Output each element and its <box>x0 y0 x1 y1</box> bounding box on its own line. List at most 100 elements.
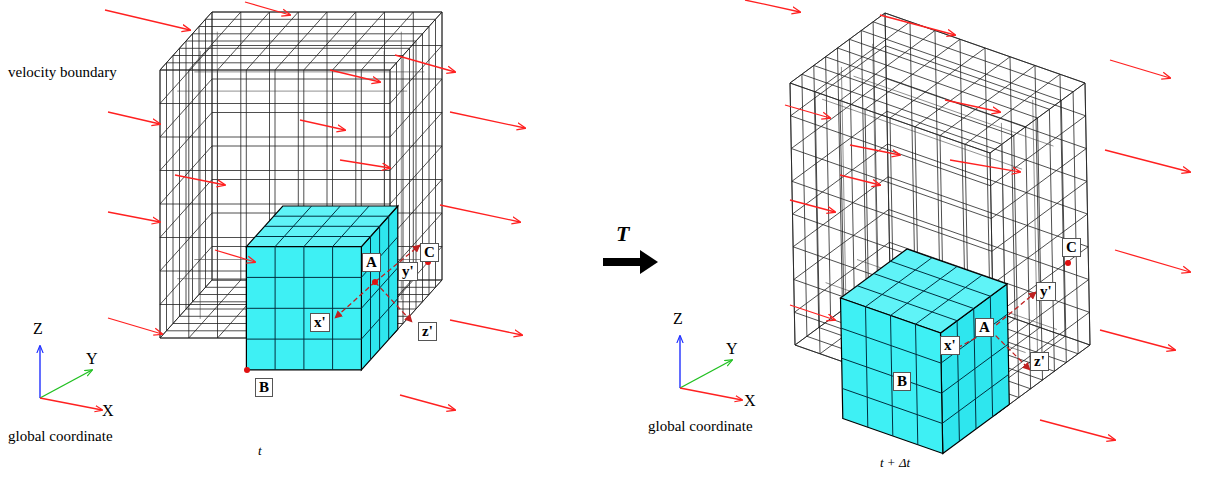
velocity-arrow <box>330 70 380 82</box>
velocity-arrow <box>105 10 190 30</box>
velocity-arrow <box>950 160 1020 172</box>
velocity-arrow <box>790 200 835 212</box>
grid-line <box>885 13 890 275</box>
grid-line <box>1073 92 1078 354</box>
grid-line <box>854 76 1054 146</box>
grid-line <box>212 12 213 280</box>
point-label: A <box>362 253 381 272</box>
axis-label: Z <box>673 310 683 328</box>
grid-line <box>160 103 390 104</box>
grid-line <box>160 12 212 70</box>
global-axis <box>680 388 742 400</box>
grid-line <box>791 79 886 149</box>
grid-line <box>160 113 212 171</box>
grid-line <box>304 12 356 70</box>
caption-label: global coordinate <box>648 418 753 435</box>
grid-line <box>991 149 1086 219</box>
point-label: B <box>255 378 273 397</box>
grid-line <box>265 226 380 227</box>
velocity-arrow <box>450 112 525 128</box>
axis-label: Y <box>86 350 98 368</box>
axis-label: z' <box>418 322 437 341</box>
grid-line <box>212 12 213 280</box>
point-label: B <box>893 372 911 391</box>
grid-line <box>333 206 370 247</box>
grid-line <box>246 308 361 309</box>
axis-label: x' <box>940 336 960 355</box>
transform-arrow <box>603 250 658 274</box>
velocity-arrow <box>450 320 522 335</box>
grid-line <box>791 46 886 116</box>
grid-line <box>991 116 1086 186</box>
axis-label: Z <box>33 320 43 338</box>
velocity-arrow <box>880 15 955 35</box>
time-label: t <box>258 444 262 458</box>
grid-line <box>333 12 385 70</box>
local-axis <box>375 245 420 282</box>
grid-line <box>965 74 1060 144</box>
grid-line <box>212 12 442 13</box>
grid-line <box>390 113 442 171</box>
cube-face <box>246 206 397 247</box>
grid-line <box>160 46 212 104</box>
grid-line <box>217 32 218 300</box>
point-dot <box>1065 260 1071 266</box>
velocity-arrow <box>440 205 520 222</box>
transform-label: T <box>616 222 629 246</box>
local-axis <box>990 330 1030 370</box>
grid-line <box>160 137 390 138</box>
global-axis <box>680 360 732 388</box>
velocity-arrow <box>840 175 880 185</box>
global-axis <box>40 370 92 398</box>
grid-line <box>1061 101 1066 363</box>
grid-line <box>332 247 333 370</box>
grid-line <box>160 79 212 137</box>
grid-line <box>361 237 397 278</box>
velocity-arrow <box>1110 60 1170 78</box>
grid-line <box>990 83 1085 153</box>
grid-line <box>841 328 941 363</box>
grid-line <box>199 26 429 27</box>
grid-line <box>1085 83 1090 345</box>
axes-layer <box>40 245 1071 410</box>
grid-line <box>990 83 1085 153</box>
velocity-arrow <box>108 212 160 222</box>
grid-line <box>199 27 200 295</box>
grid-line <box>790 13 885 83</box>
grid-line <box>246 277 361 278</box>
grid-line <box>941 314 1008 363</box>
grid-line <box>790 83 990 153</box>
velocity-arrow <box>945 100 1000 112</box>
grid-line <box>886 79 1086 149</box>
grid-line <box>861 31 1061 101</box>
point-dot <box>244 367 250 373</box>
grid-line <box>916 275 983 324</box>
point-label: C <box>1062 238 1081 257</box>
grid-line <box>940 66 1035 136</box>
grid-line <box>212 112 442 113</box>
grid-line <box>886 46 1086 116</box>
grid-line <box>160 70 390 71</box>
grid-line <box>990 296 992 417</box>
grid-line <box>390 79 442 137</box>
grid-line <box>1060 74 1065 336</box>
cube-face <box>841 298 943 454</box>
velocity-arrow <box>400 395 455 410</box>
cube-face <box>246 247 361 370</box>
grid-line <box>422 34 423 302</box>
grid-line <box>275 12 327 70</box>
velocity-arrows <box>105 0 1190 440</box>
grid-line <box>361 12 413 70</box>
grid-line <box>822 99 1022 169</box>
grid-line <box>1085 83 1090 345</box>
grid-line <box>861 31 866 293</box>
grid-line <box>874 274 974 309</box>
point-label: C <box>420 243 439 262</box>
grid-line <box>186 41 187 309</box>
velocity-arrow <box>1040 420 1115 440</box>
caption-label: global coordinate <box>8 428 113 445</box>
local-axis <box>335 282 375 318</box>
grid-line <box>177 91 407 92</box>
grid-line <box>274 216 389 217</box>
